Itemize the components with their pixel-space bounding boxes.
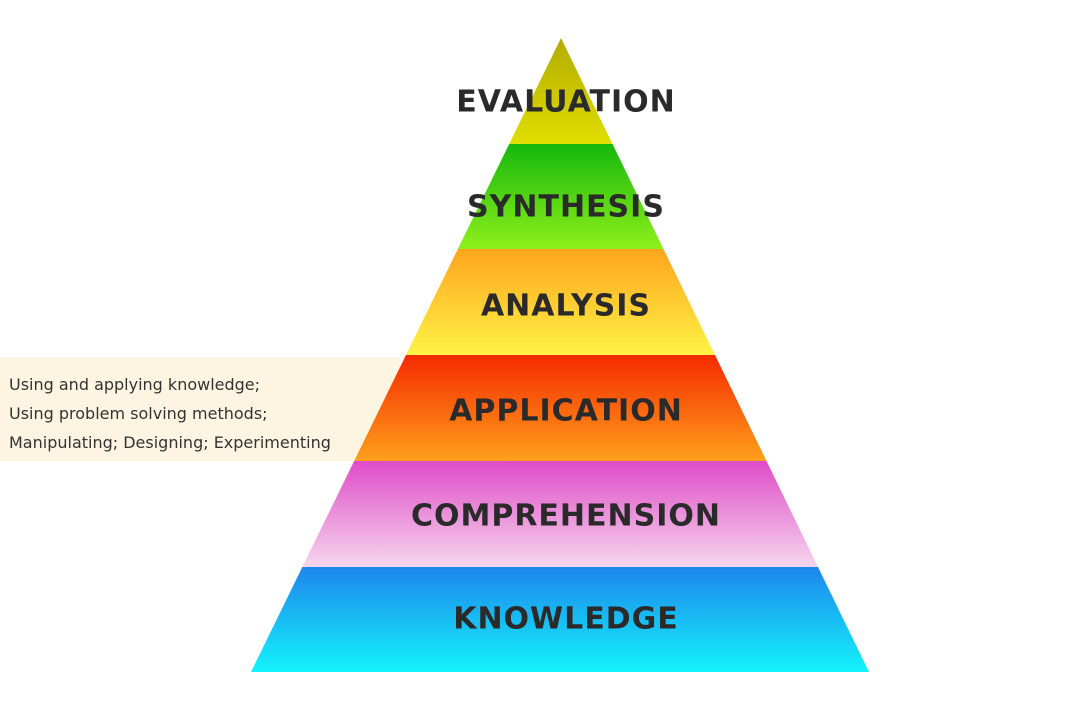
- pyramid-layer-application: [354, 355, 767, 461]
- pyramid-label-application: APPLICATION: [449, 394, 683, 429]
- pyramid-label-analysis: ANALYSIS: [481, 289, 651, 324]
- pyramid-label-comprehension: COMPREHENSION: [411, 499, 721, 534]
- callout-line: Manipulating; Designing; Experimenting: [9, 433, 331, 452]
- pyramid-label-knowledge: KNOWLEDGE: [453, 602, 679, 637]
- pyramid-label-evaluation: EVALUATION: [456, 85, 676, 120]
- pyramid-layer-evaluation: [509, 38, 613, 144]
- callout-line: Using problem solving methods;: [9, 404, 268, 423]
- pyramid-layer-synthesis: [457, 144, 664, 249]
- callout-line: Using and applying knowledge;: [9, 375, 261, 394]
- pyramid-label-synthesis: SYNTHESIS: [467, 190, 665, 225]
- application-callout: Using and applying knowledge; Using prob…: [0, 357, 400, 461]
- callout-text: Using and applying knowledge; Using prob…: [9, 370, 331, 457]
- pyramid-layer-comprehension: [302, 461, 818, 567]
- pyramid-layer-knowledge: [251, 567, 869, 672]
- pyramid-layer-analysis: [406, 249, 715, 355]
